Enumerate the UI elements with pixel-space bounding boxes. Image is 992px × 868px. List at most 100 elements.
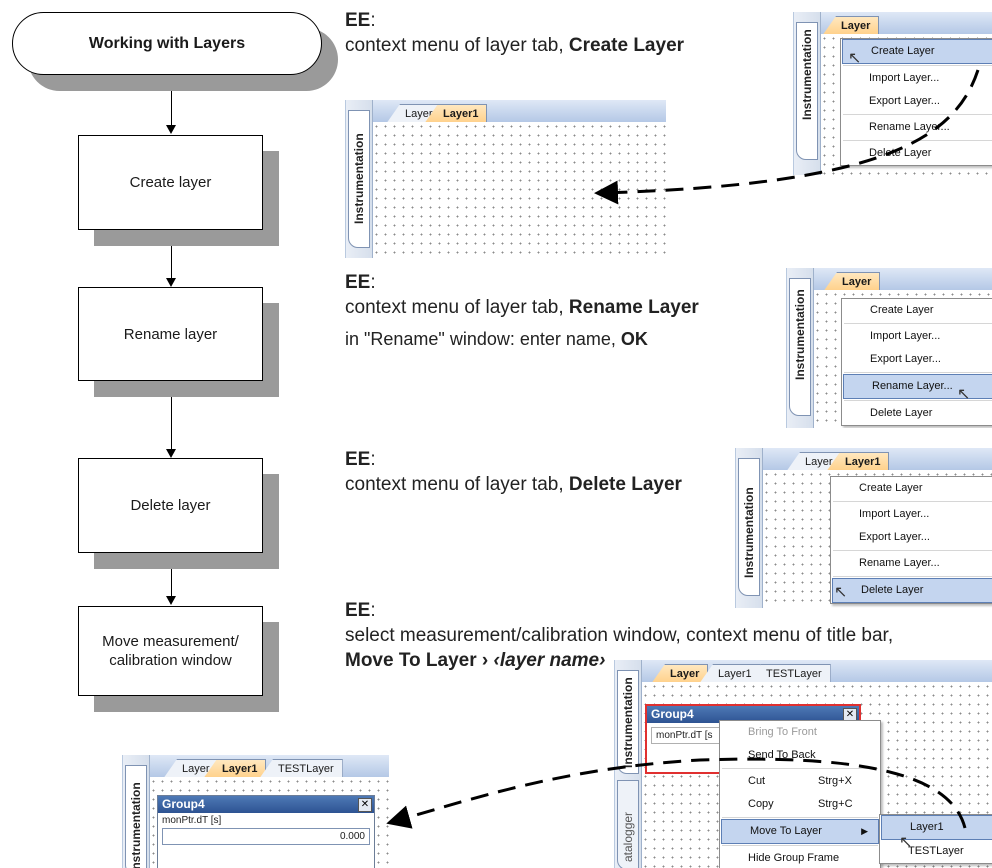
screen-rename-menu: Layer Instrumentation Create Layer Impor… [786, 268, 992, 428]
menu-label: Create Layer [859, 482, 923, 494]
menu-rename-layer[interactable]: Rename Layer... [831, 552, 992, 575]
menu-create-layer[interactable]: Create Layer [842, 299, 992, 322]
mouse-cursor-icon: ↖ [957, 386, 971, 403]
menu-create-layer[interactable]: Create Layer [842, 39, 992, 64]
submenu-testlayer[interactable]: TESTLayer [880, 840, 992, 863]
ee-label: EE [345, 272, 371, 293]
menu-shortcut: Strg+C [818, 798, 853, 810]
start-terminal: Working with Layers [12, 12, 322, 75]
side-tab-label: Instrumentation [129, 782, 143, 868]
menu-label: Create Layer [870, 304, 934, 316]
instruction-bold: Rename Layer [568, 297, 699, 318]
tab-label: Layer1 [222, 763, 258, 775]
measurement-window[interactable]: Group4 ✕ monPtr.dT [s] 0.000 [157, 795, 375, 868]
arrow [166, 125, 176, 134]
screen-delete-menu: Layer Layer1 Instrumentation Create Laye… [735, 448, 992, 608]
tab-label: Layer [405, 108, 433, 120]
menu-import-layer[interactable]: Import Layer... [842, 325, 992, 348]
signal-value: 0.000 [339, 831, 365, 842]
start-label: Working with Layers [88, 34, 246, 52]
menu-label: Rename Layer... [869, 121, 950, 133]
signal-value-field[interactable]: 0.000 [162, 828, 370, 845]
menu-label: Bring To Front [748, 726, 817, 738]
instruction-text-2: in "Rename" window: enter name, [345, 329, 621, 349]
tab-label: Layer1 [845, 456, 881, 468]
instruction-rename: EE: context menu of layer tab, Rename La… [345, 270, 745, 352]
tab-layer[interactable]: Layer [822, 16, 880, 36]
separator [722, 768, 878, 769]
step-create-layer: Create layer [78, 135, 263, 230]
side-tab-label: Instrumentation [793, 289, 807, 380]
tab-layer1[interactable]: Layer1 [424, 104, 488, 124]
tab-layer[interactable]: Layer [823, 272, 881, 292]
connector [171, 91, 172, 127]
menu-delete-layer[interactable]: Delete Layer [832, 578, 992, 603]
menu-rename-layer[interactable]: Rename Layer... [841, 116, 992, 139]
menu-label: Export Layer... [869, 95, 940, 107]
menu-hide-group-frame[interactable]: Hide Group Frame [720, 847, 880, 868]
instruction-text: context menu of layer tab, [345, 474, 569, 495]
close-icon[interactable]: ✕ [358, 798, 372, 812]
separator [843, 114, 992, 115]
signal-row[interactable]: monPtr.dT [s] [158, 813, 374, 828]
tab-label: TESTLayer [278, 763, 334, 775]
menu-label: Copy [748, 798, 774, 810]
menu-create-layer[interactable]: Create Layer [831, 477, 992, 500]
menu-delete-layer[interactable]: Delete Layer [841, 142, 992, 165]
step-label: Rename layer [123, 325, 218, 343]
layer-submenu: Layer1 TESTLayer [879, 814, 992, 864]
menu-move-to-layer[interactable]: Move To Layer ▶ [721, 819, 879, 844]
tab-testlayer[interactable]: TESTLayer [259, 759, 343, 779]
submenu-arrow-icon: ▶ [861, 826, 868, 836]
menu-delete-layer[interactable]: Delete Layer [842, 402, 992, 425]
tab-layer1[interactable]: Layer1 [203, 759, 267, 779]
side-tab-label: Instrumentation [742, 487, 756, 578]
separator [843, 140, 992, 141]
tab-layer1[interactable]: Layer1 [826, 452, 890, 472]
menu-copy[interactable]: Copy Strg+C [720, 793, 880, 816]
menu-label: Rename Layer... [872, 380, 953, 392]
window-title: Group4 [162, 797, 205, 811]
instruction-bold: Move To Layer › [345, 650, 494, 671]
ee-label: EE [345, 10, 371, 31]
separator [833, 576, 992, 577]
menu-label: Send To Back [748, 749, 816, 761]
arrow [166, 278, 176, 287]
menu-import-layer[interactable]: Import Layer... [841, 67, 992, 90]
instruction-move: EE: select measurement/calibration windo… [345, 598, 985, 648]
instruction-text: select measurement/calibration window, c… [345, 625, 894, 646]
menu-send-to-back[interactable]: Send To Back [720, 744, 880, 767]
tab-layer[interactable]: Layer [163, 759, 219, 779]
window-title-bar[interactable]: Group4 ✕ [158, 796, 374, 813]
side-tab[interactable] [125, 765, 147, 868]
connector [171, 569, 172, 598]
instruction-delete: EE: context menu of layer tab, Delete La… [345, 447, 725, 497]
menu-import-layer[interactable]: Import Layer... [831, 503, 992, 526]
tab-testlayer[interactable]: TESTLayer [747, 664, 831, 684]
instruction-text: context menu of layer tab, [345, 35, 569, 56]
tab-label: TESTLayer [766, 668, 822, 680]
side-tab[interactable] [738, 458, 760, 596]
submenu-layer1[interactable]: Layer1 [881, 815, 992, 840]
layer-canvas[interactable] [372, 122, 666, 258]
side-tab-label-2: atalogger [621, 811, 635, 862]
side-tab[interactable] [789, 278, 811, 416]
menu-rename-layer[interactable]: Rename Layer... [843, 374, 992, 399]
signal-name: monPtr.dT [s] [162, 815, 222, 826]
menu-export-layer[interactable]: Export Layer... [831, 526, 992, 549]
step-delete-layer: Delete layer [78, 458, 263, 553]
ee-label: EE [345, 449, 371, 470]
side-tab[interactable] [348, 110, 370, 248]
tab-layer[interactable]: Layer [651, 664, 709, 684]
menu-label: Move To Layer [750, 825, 822, 837]
menu-label: Create Layer [871, 45, 935, 57]
menu-export-layer[interactable]: Export Layer... [841, 90, 992, 113]
separator [833, 550, 992, 551]
menu-export-layer[interactable]: Export Layer... [842, 348, 992, 371]
mouse-cursor-icon: ↖ [899, 834, 913, 851]
separator [843, 65, 992, 66]
instruction-bold: Delete Layer [568, 474, 682, 495]
menu-bring-to-front[interactable]: Bring To Front [720, 721, 880, 744]
